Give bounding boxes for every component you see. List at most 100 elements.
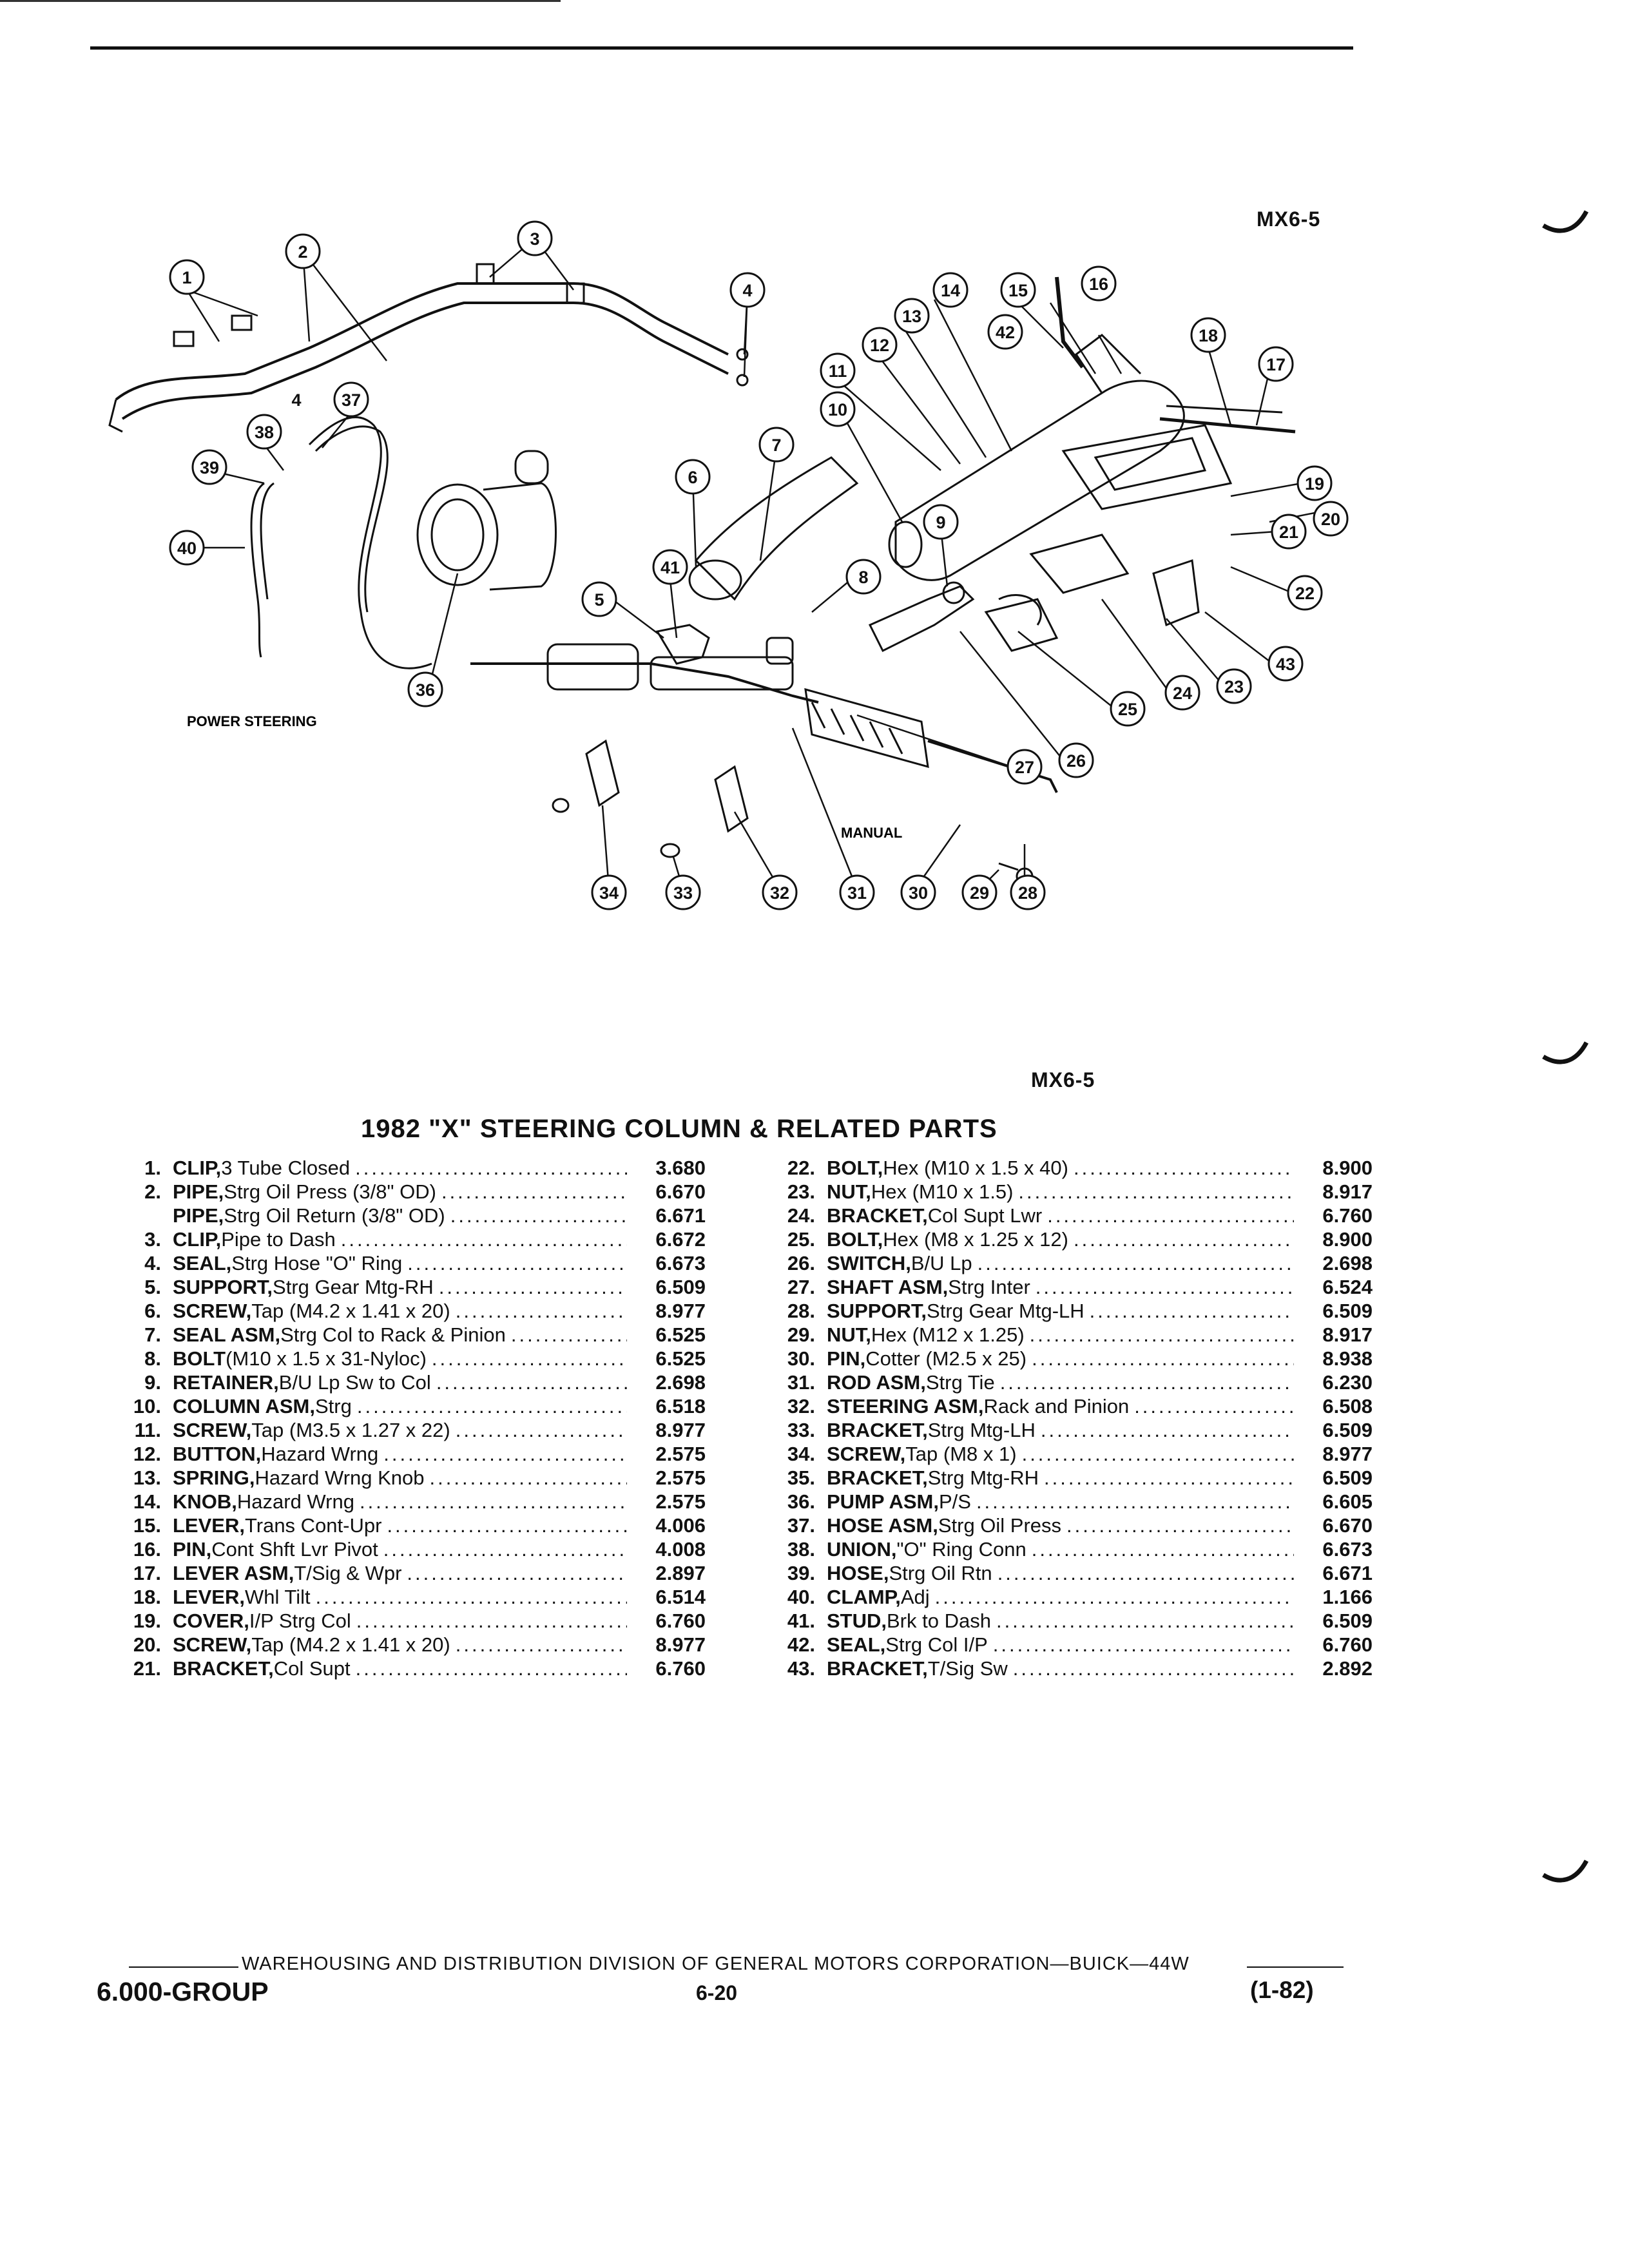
part-description-wrap: RETAINER, B/U Lp Sw to Col [173, 1370, 627, 1394]
part-description: (M10 x 1.5 x 31-Nyloc) [226, 1347, 427, 1370]
part-number: 3. [144, 1228, 161, 1251]
part-description: Strg Oil Return (3/8" OD) [224, 1204, 445, 1227]
callout-label: 17 [1266, 355, 1286, 374]
part-description: Strg [315, 1395, 352, 1418]
group-number: 6.518 [655, 1395, 706, 1418]
group-number: 6.509 [1322, 1419, 1373, 1441]
callout-label: 14 [941, 281, 960, 300]
group-number: 8.938 [1322, 1347, 1373, 1370]
part-number: 15. [133, 1514, 161, 1537]
leader-dots [401, 1561, 627, 1585]
part-description: Tap (M4.2 x 1.41 x 20) [251, 1633, 450, 1656]
part-name: NUT, [827, 1323, 871, 1346]
part-description-wrap: BOLT, Hex (M8 x 1.25 x 12) [827, 1227, 1294, 1251]
part-description: Strg Inter [948, 1276, 1030, 1298]
leader-dots [1013, 1180, 1294, 1204]
part-description: Col Supt Lwr [927, 1204, 1043, 1227]
group-number: 6.508 [1322, 1395, 1373, 1418]
part-description-wrap: STEERING ASM, Rack and Pinion [827, 1394, 1294, 1418]
part-description-wrap: CLIP, 3 Tube Closed [173, 1156, 627, 1180]
leader-dots [992, 1561, 1294, 1585]
part-name: LEVER, [173, 1586, 245, 1608]
callout-label: 41 [660, 558, 680, 577]
leader-dots [991, 1609, 1294, 1633]
part-number: 40. [787, 1586, 815, 1608]
callout-label: 28 [1018, 883, 1037, 903]
callout-label: 6 [688, 468, 697, 487]
callout-label: 33 [673, 883, 693, 903]
part-name: PIN, [173, 1538, 212, 1561]
part-description: Strg Gear Mtg-LH [927, 1300, 1084, 1322]
callout-label: 26 [1066, 751, 1086, 771]
part-name: SWITCH, [827, 1252, 911, 1274]
group-number: 8.900 [1322, 1228, 1373, 1251]
callout-label: 29 [970, 883, 989, 903]
group-number: 6.514 [655, 1586, 706, 1608]
part-description: Col Supt [273, 1657, 351, 1680]
group-number: 6.509 [1322, 1610, 1373, 1632]
part-number: 22. [787, 1157, 815, 1179]
part-row: 15. LEVER, Trans Cont-Upr 4.006 [100, 1514, 706, 1537]
part-description-wrap: SUPPORT, Strg Gear Mtg-LH [827, 1299, 1294, 1323]
group-number: 2.892 [1322, 1657, 1373, 1680]
part-name: PIPE, [173, 1180, 224, 1203]
binder-mark-icon [1542, 210, 1589, 233]
part-name: PIN, [827, 1347, 866, 1370]
part-row: 8.BOLT (M10 x 1.5 x 31-Nyloc)6.525 [100, 1347, 706, 1370]
leader-dots [1084, 1299, 1294, 1323]
part-description-wrap: SEAL, Strg Hose "O" Ring [173, 1251, 627, 1275]
group-number: 6.672 [655, 1228, 706, 1251]
part-number: 21. [133, 1657, 161, 1680]
leader-dots [1042, 1204, 1294, 1227]
part-row: 28.SUPPORT, Strg Gear Mtg-LH6.509 [754, 1299, 1373, 1323]
callout-label: 37 [342, 390, 361, 410]
part-name: HOSE ASM, [827, 1514, 938, 1537]
part-description-wrap: KNOB, Hazard Wrng [173, 1490, 627, 1514]
group-number: 6.670 [1322, 1514, 1373, 1537]
part-row: 26.SWITCH, B/U Lp2.698 [754, 1251, 1373, 1275]
leader-dots [425, 1466, 627, 1490]
callout-label: 38 [255, 423, 274, 442]
part-description-wrap: SCREW, Tap (M8 x 1) [827, 1442, 1294, 1466]
part-number: 41. [787, 1610, 815, 1632]
part-description: B/U Lp [911, 1252, 972, 1274]
part-name: LEVER, [173, 1514, 245, 1537]
callout-label: 19 [1305, 474, 1324, 494]
part-description: Trans Cont-Upr [244, 1514, 382, 1537]
part-row: 21.BRACKET, Col Supt6.760 [100, 1657, 706, 1680]
part-number: 38. [787, 1538, 815, 1561]
part-description-wrap: PUMP ASM, P/S [827, 1490, 1294, 1514]
part-description-wrap: UNION, "O" Ring Conn [827, 1537, 1294, 1561]
part-description-wrap: BRACKET, T/Sig Sw [827, 1657, 1294, 1680]
part-description: Hazard Wrng [261, 1443, 379, 1465]
part-description: Hex (M12 x 1.25) [871, 1323, 1025, 1346]
part-description: Hazard Wrng Knob [255, 1466, 425, 1489]
group-number: 4.008 [655, 1538, 706, 1561]
part-number: 4. [144, 1252, 161, 1274]
callout-label: 43 [1276, 655, 1295, 674]
part-description-wrap: CLIP, Pipe to Dash [173, 1227, 627, 1251]
part-name: SCREW, [173, 1300, 252, 1322]
part-description: "O" Ring Conn [896, 1538, 1027, 1561]
part-description: Hex (M10 x 1.5 x 40) [883, 1157, 1068, 1179]
page-number: 6-20 [696, 1981, 738, 2004]
callout-label: 30 [909, 883, 928, 903]
part-description-wrap: BRACKET, Strg Mtg-LH [827, 1418, 1294, 1442]
part-row: 13.SPRING, Hazard Wrng Knob2.575 [100, 1466, 706, 1490]
part-name: SUPPORT, [173, 1276, 273, 1298]
part-row: 38.UNION, "O" Ring Conn6.673 [754, 1537, 1373, 1561]
part-description-wrap: BOLT, Hex (M10 x 1.5 x 40) [827, 1156, 1294, 1180]
part-row: 31.ROD ASM, Strg Tie6.230 [754, 1370, 1373, 1394]
group-number: 8.977 [1322, 1443, 1373, 1465]
part-description: Hex (M8 x 1.25 x 12) [883, 1228, 1068, 1251]
part-name: COLUMN ASM, [173, 1395, 315, 1418]
group-number: 4.006 [655, 1514, 706, 1537]
leader-dots [1068, 1227, 1294, 1251]
part-description: Strg Col I/P [885, 1633, 988, 1656]
leader-dots [351, 1657, 627, 1680]
part-number: 19. [133, 1610, 161, 1632]
callout-label: 11 [829, 361, 847, 381]
leader-dots [351, 1609, 627, 1633]
part-number: 43. [787, 1657, 815, 1680]
group-number: 6.760 [655, 1657, 706, 1680]
